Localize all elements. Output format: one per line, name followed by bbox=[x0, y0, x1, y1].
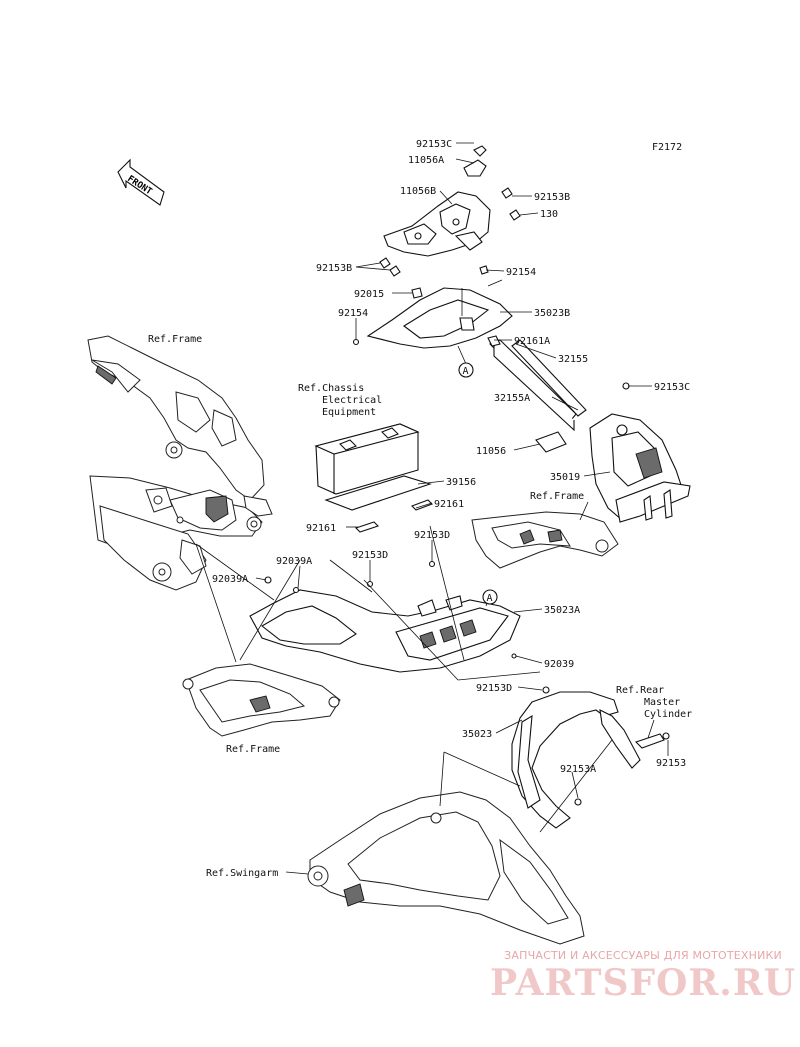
svg-text:A: A bbox=[463, 366, 469, 377]
part-130: 130 bbox=[540, 209, 558, 220]
ref-chassis-line1: Ref.Chassis bbox=[298, 383, 364, 394]
ref-frame-right: Ref.Frame bbox=[530, 491, 584, 502]
part-92153c-top: 92153C bbox=[416, 139, 452, 150]
tail-assembly-35019 bbox=[487, 335, 691, 523]
cover-35023a bbox=[249, 560, 521, 673]
figure-id: F2172 bbox=[652, 142, 682, 153]
frame-lower-left bbox=[182, 663, 341, 737]
frame-rear-subframe bbox=[471, 511, 619, 569]
guard-35023 bbox=[511, 686, 670, 829]
callout-a-1: A bbox=[458, 362, 474, 378]
part-92153: 92153 bbox=[656, 758, 686, 769]
frame-main-illustration bbox=[87, 335, 273, 591]
part-35023b: 35023B bbox=[534, 308, 570, 319]
part-11056: 11056 bbox=[476, 446, 506, 457]
part-92153b-left: 92153B bbox=[316, 263, 352, 274]
part-92015: 92015 bbox=[354, 289, 384, 300]
part-35019: 35019 bbox=[550, 472, 580, 483]
watermark-tagline: ЗАПЧАСТИ И АКСЕССУАРЫ ДЛЯ МОТОТЕХНИКИ bbox=[504, 949, 782, 962]
part-35023a: 35023A bbox=[544, 605, 580, 616]
ref-rear-master-line3: Cylinder bbox=[644, 709, 692, 720]
reference-labels: Ref.Frame Ref.Chassis Electrical Equipme… bbox=[148, 334, 692, 879]
cover-35023b bbox=[352, 265, 513, 349]
part-labels: 92153C 11056A 92153B 130 11056B 92153B 9… bbox=[212, 139, 690, 775]
part-35023: 35023 bbox=[462, 729, 492, 740]
leader-lines bbox=[195, 142, 669, 875]
ref-frame-bottom: Ref.Frame bbox=[226, 744, 280, 755]
ref-rear-master-line2: Master bbox=[644, 697, 680, 708]
part-92153c-right: 92153C bbox=[654, 382, 690, 393]
part-92153d-c: 92153D bbox=[476, 683, 512, 694]
ref-chassis-line3: Equipment bbox=[322, 407, 376, 418]
ref-rear-master-line1: Ref.Rear bbox=[616, 685, 664, 696]
part-92039a-b: 92039A bbox=[212, 574, 248, 585]
part-11056b: 11056B bbox=[400, 186, 436, 197]
part-92153d-b: 92153D bbox=[352, 550, 388, 561]
ref-chassis-line2: Electrical bbox=[322, 395, 382, 406]
callout-a-2: A bbox=[482, 589, 498, 605]
part-92039a-a: 92039A bbox=[276, 556, 312, 567]
part-92161-right: 92161 bbox=[434, 499, 464, 510]
svg-text:A: A bbox=[487, 593, 493, 604]
front-arrow-icon: FRONT bbox=[117, 158, 165, 206]
part-92153b-right: 92153B bbox=[534, 192, 570, 203]
part-92154-left: 92154 bbox=[338, 308, 368, 319]
part-92161a: 92161A bbox=[514, 336, 550, 347]
part-92153a: 92153A bbox=[560, 764, 596, 775]
bracket-11056b bbox=[379, 145, 521, 277]
part-11056a: 11056A bbox=[408, 155, 444, 166]
part-92161-left: 92161 bbox=[306, 523, 336, 534]
part-92039: 92039 bbox=[544, 659, 574, 670]
ref-frame-top: Ref.Frame bbox=[148, 334, 202, 345]
part-92153d-a: 92153D bbox=[414, 530, 450, 541]
part-32155a: 32155A bbox=[494, 393, 530, 404]
battery-ref bbox=[314, 423, 432, 511]
ref-swingarm: Ref.Swingarm bbox=[206, 868, 278, 879]
part-92154-right: 92154 bbox=[506, 267, 536, 278]
part-32155: 32155 bbox=[558, 354, 588, 365]
swingarm-ref bbox=[307, 791, 585, 945]
watermark-logo: PARTSFOR.RU bbox=[490, 962, 797, 1004]
part-39156: 39156 bbox=[446, 477, 476, 488]
